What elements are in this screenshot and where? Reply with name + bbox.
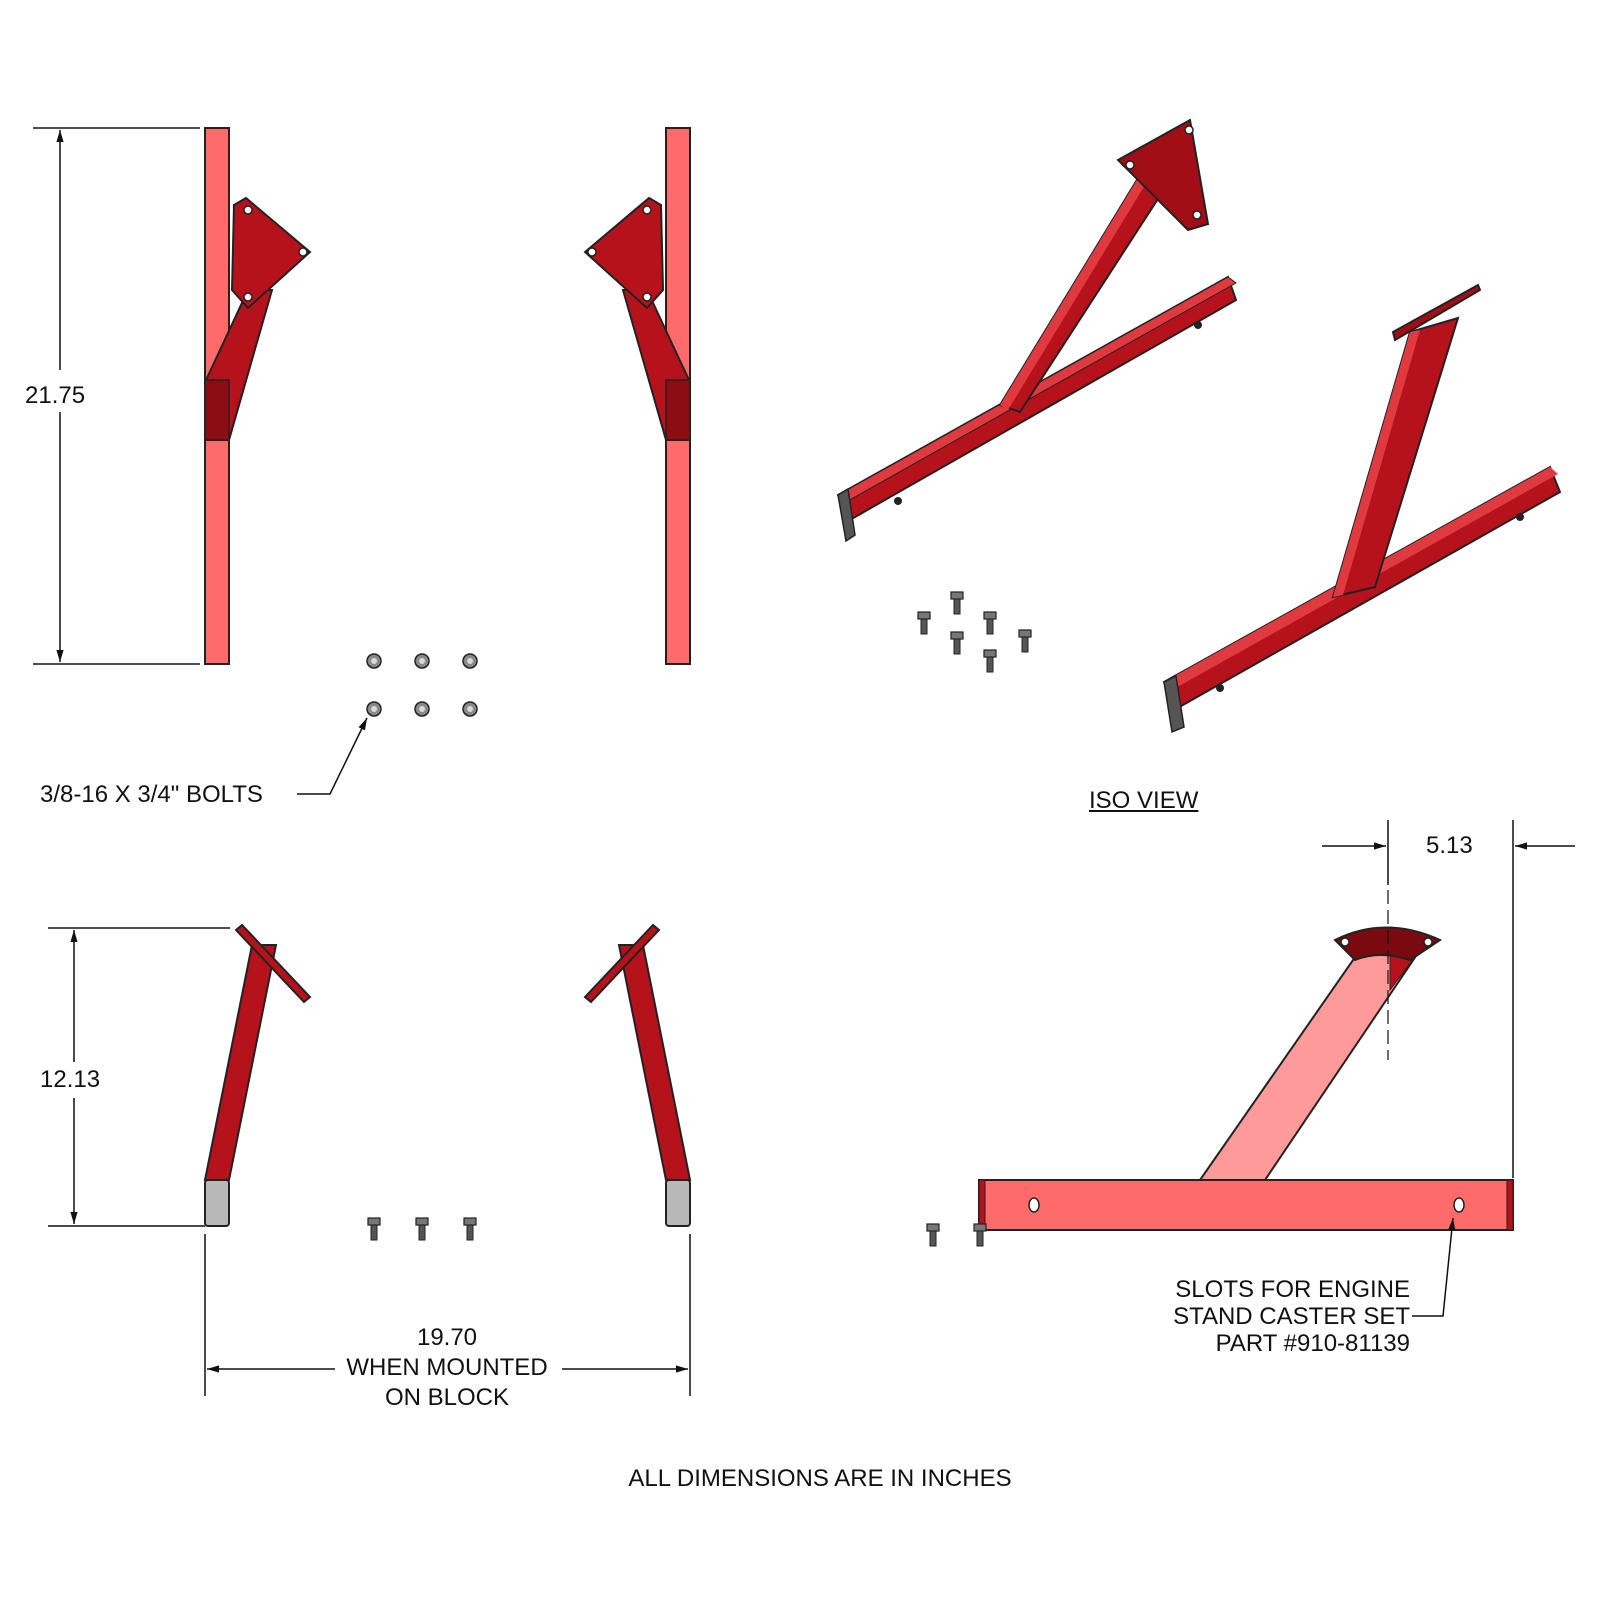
bolt-icon (366, 701, 382, 717)
bolt-icon (973, 1223, 987, 1247)
slots-callout-line1: SLOTS FOR ENGINE (1175, 1276, 1410, 1303)
front-view-right-leg (583, 127, 691, 665)
bolts-leader (297, 717, 368, 795)
bolt-icon (367, 1217, 381, 1241)
side-elevation-leg (978, 890, 1514, 1231)
height-front-value: 21.75 (25, 382, 86, 409)
front-view-left-leg (204, 127, 312, 665)
dimension-height-front (33, 127, 200, 665)
bolt-icon (926, 1223, 940, 1247)
bolt-set-top-view (366, 653, 478, 717)
bolt-set-side-view (367, 1217, 477, 1241)
width-value: 19.70 (416, 1324, 478, 1351)
bolts-callout: 3/8-16 X 3/4" BOLTS (40, 781, 263, 808)
bolt-set-iso-view (917, 591, 1032, 673)
bolt-icon (950, 631, 964, 655)
dimension-width (204, 1234, 691, 1396)
slots-callout-line2: STAND CASTER SET (1173, 1303, 1410, 1330)
height-side-value: 12.13 (40, 1066, 101, 1093)
bolt-icon (415, 1217, 429, 1241)
iso-view-leg-front (1162, 283, 1562, 734)
offset-value: 5.13 (1426, 832, 1473, 859)
slots-leader (1412, 1217, 1456, 1317)
bolt-icon (1018, 629, 1032, 653)
iso-view-leg-back (836, 118, 1238, 543)
bolt-icon (983, 649, 997, 673)
bolt-icon (366, 653, 382, 669)
bolt-icon (462, 701, 478, 717)
width-note-line1: WHEN MOUNTED (346, 1354, 548, 1381)
bolt-icon (414, 701, 430, 717)
bolt-icon (414, 653, 430, 669)
dimensions-footer-note: ALL DIMENSIONS ARE IN INCHES (628, 1465, 1012, 1492)
slots-callout-line3: PART #910-81139 (1215, 1330, 1410, 1357)
side-view-right-leg (583, 923, 692, 1227)
bolt-icon (917, 611, 931, 635)
bolt-icon (462, 653, 478, 669)
side-view-left-leg (203, 923, 312, 1227)
dimension-offset (1322, 820, 1575, 1178)
width-note-line2: ON BLOCK (384, 1384, 510, 1411)
dimension-height-side (48, 927, 230, 1227)
iso-view-label: ISO VIEW (1089, 787, 1199, 814)
bolt-icon (463, 1217, 477, 1241)
bolt-set-elevation (926, 1223, 987, 1247)
bolt-icon (950, 591, 964, 615)
bolt-icon (983, 611, 997, 635)
